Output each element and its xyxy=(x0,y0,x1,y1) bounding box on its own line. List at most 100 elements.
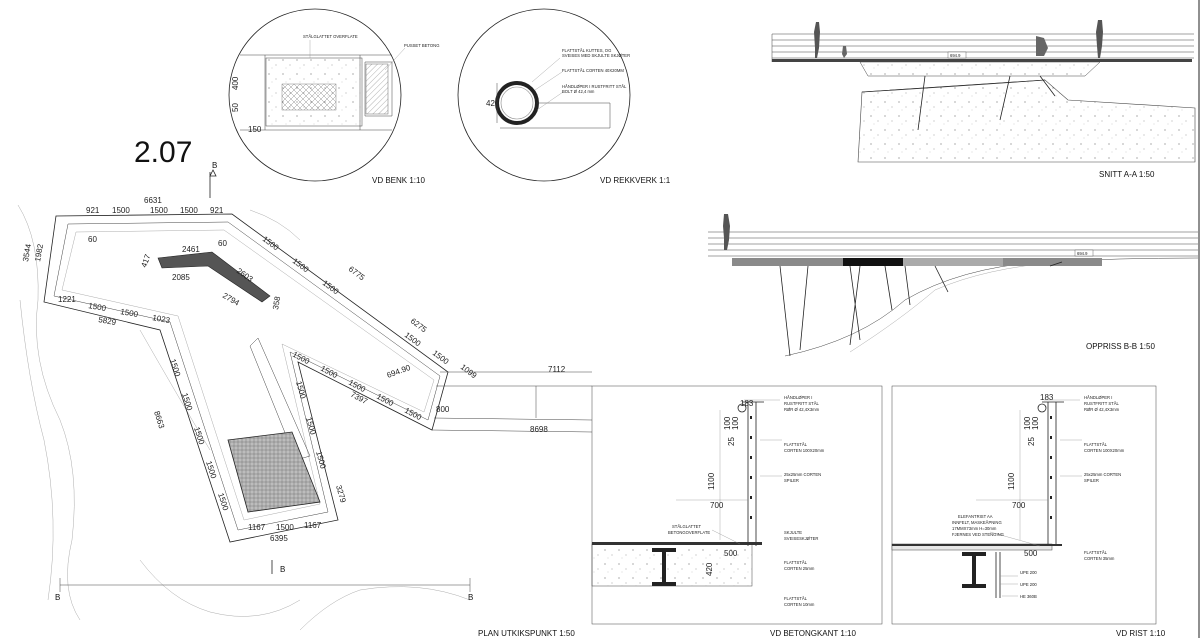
plan-dim-rarm-3: 3279 xyxy=(334,484,348,504)
betong-dim-183: 183 xyxy=(740,399,754,408)
benk-dim-400: 400 xyxy=(231,76,240,90)
rist-note-3: FLATTSTÅL xyxy=(1084,442,1108,447)
plan-dim-misc-1: 60 xyxy=(218,239,227,248)
betong-note-14: CORTEN 10mm xyxy=(784,602,815,607)
oppriss-level-tag: 694.9 xyxy=(1077,251,1088,256)
betong-dim-500: 500 xyxy=(724,549,738,558)
betong-note-13: FLATTSTÅL xyxy=(784,596,808,601)
benk-dim-150: 150 xyxy=(248,125,262,134)
rist-title: VD RIST 1:10 xyxy=(1116,629,1166,638)
rist-note-2: RØR Ø 42,4X3mm xyxy=(1084,407,1120,412)
rist-dim-25: 25 xyxy=(1027,437,1036,446)
plan-dim-mid-1: 1500 xyxy=(88,301,108,313)
detail-benk: STÅLGLATTET OVERFLATE PUSSET BETONG 400 … xyxy=(228,8,439,185)
plan-dim-inner-4: 1500 xyxy=(403,406,423,423)
betong-note-5: 25x25mm CORTEN xyxy=(784,472,821,477)
rist-note-1: RUSTFRITT STÅL xyxy=(1084,401,1119,406)
rist-note-7: ELEFANTRIST AA xyxy=(958,514,993,519)
plan-dim-top-2: 1500 xyxy=(150,206,168,215)
rist-dim-183: 183 xyxy=(1040,393,1054,402)
benk-title: VD BENK 1:10 xyxy=(372,176,425,185)
rist-note-6: SPILER xyxy=(1084,478,1099,483)
plan-dim-rdiag-1: 1500 xyxy=(291,256,311,274)
betong-note-1: RUSTFRITT STÅL xyxy=(784,401,819,406)
plan-dim-larm-1: 1500 xyxy=(180,392,194,412)
plan-dim-misc-0: 60 xyxy=(88,235,97,244)
rist-note-15: HE 360B xyxy=(1020,594,1037,599)
plan-marker-b-top: B xyxy=(212,161,217,170)
rist-note-12: CORTEN 35mm xyxy=(1084,556,1115,561)
betong-note-10: SVEISESKJØTER xyxy=(784,536,818,541)
rist-note-14: UPE 200 xyxy=(1020,582,1037,587)
betongkant-title: VD BETONGKANT 1:10 xyxy=(770,629,857,638)
plan-dim-bottom-1: 1500 xyxy=(276,523,294,532)
betong-note-3: FLATTSTÅL xyxy=(784,442,808,447)
betong-note-7: STÅLGLATTET xyxy=(672,524,701,529)
betong-note-0: HÅNDLØPER I xyxy=(784,395,812,400)
betong-dim-100a: 100 xyxy=(723,416,732,430)
benk-dim-50: 50 xyxy=(231,103,240,112)
snitt-level-tag: 694.9 xyxy=(950,53,961,58)
betong-note-11: FLATTSTÅL xyxy=(784,560,808,565)
rist-note-8: INNFELT, MASKEÅPNING xyxy=(952,520,1002,525)
plan-dim-rdiag-7: 1099 xyxy=(459,362,479,380)
rist-dim-700: 700 xyxy=(1012,501,1026,510)
plan-marker-b-left: B xyxy=(55,593,60,602)
plan-dim-rdiag-6: 1500 xyxy=(431,348,451,366)
plan-dim-mid-0: 1221 xyxy=(58,295,76,304)
rekkverk-note-2: FLATTSTÅL CORTEN 40X20MM xyxy=(562,68,624,73)
plan-dim-rarm-2: 1500 xyxy=(314,450,328,470)
plan-dim-ramp-bottom: 8698 xyxy=(530,425,548,434)
snitt-title: SNITT A-A 1:50 xyxy=(1099,170,1155,179)
rekkverk-note-1: SVEISES MED SKJULTE SKJØTER xyxy=(562,53,630,58)
betong-dim-420: 420 xyxy=(705,562,714,576)
plan-dim-bench-top: 2461 xyxy=(182,245,200,254)
betong-dim-700: 700 xyxy=(710,501,724,510)
betong-note-8: BETONGOVERFLATE xyxy=(668,530,710,535)
detail-betongkant: HÅNDLØPER I RUSTFRITT STÅL RØR Ø 42,4X3m… xyxy=(591,385,883,638)
rist-dim-500: 500 xyxy=(1024,549,1038,558)
plan-dim-bench-h: 417 xyxy=(139,253,152,269)
detail-rist: HÅNDLØPER I RUSTFRITT STÅL RØR Ø 42,4X3m… xyxy=(891,385,1166,638)
betong-note-9: SKJULTE xyxy=(784,530,802,535)
plan-dim-rarm-0: 1500 xyxy=(294,380,308,400)
rekkverk-title: VD REKKVERK 1:1 xyxy=(600,176,671,185)
plan-dim-mid-2: 1500 xyxy=(120,307,140,319)
rist-note-11: FLATTSTÅL xyxy=(1084,550,1108,555)
plan-dim-larm-2: 1500 xyxy=(192,426,206,446)
plan-dim-larm-5: 8663 xyxy=(152,410,166,430)
plan-dim-top-4: 921 xyxy=(210,206,224,215)
rist-note-9: 17MMX73mm H=30mm xyxy=(952,526,997,531)
plan-dim-left-0: 3544 xyxy=(21,243,33,263)
plan-dim-rdiag-0: 1500 xyxy=(261,234,281,252)
betong-dim-25: 25 xyxy=(727,437,736,446)
rekkverk-note-4: BOLT Ø 42,4 mm xyxy=(562,89,595,94)
rist-note-13: UPE 200 xyxy=(1020,570,1037,575)
plan-dim-rdiag-2: 1500 xyxy=(321,278,341,296)
rist-note-4: CORTEN 100X20mm xyxy=(1084,448,1125,453)
rist-note-5: 25x25mm CORTEN xyxy=(1084,472,1121,477)
rist-dim-1100: 1100 xyxy=(1007,472,1016,490)
plan-dim-ramp-top: 7112 xyxy=(548,365,566,374)
plan-marker-b-bottom: B xyxy=(280,565,285,574)
rekkverk-dim-42: 42 xyxy=(486,99,495,108)
betong-dim-100b: 100 xyxy=(731,416,740,430)
oppriss-title: OPPRISS B-B 1:50 xyxy=(1086,342,1155,351)
plan-dim-larm-0: 1500 xyxy=(168,358,182,378)
plan-dim-top-0: 921 xyxy=(86,206,100,215)
section-a-a: 694.9 SNITT A-A 1:50 xyxy=(771,20,1196,179)
plan-dim-misc-2: 358 xyxy=(271,295,282,310)
plan-dim-bench-w: 2085 xyxy=(172,273,190,282)
betong-note-4: CORTEN 100X20mm xyxy=(784,448,825,453)
sheet-number: 2.07 xyxy=(134,136,192,169)
plan-dim-rdiag-3: 6775 xyxy=(347,264,367,282)
betong-note-12: CORTEN 25mm xyxy=(784,566,815,571)
rist-dim-100a: 100 xyxy=(1023,416,1032,430)
elevation-b-b: 694.9 OPPRISS B-B 1:50 xyxy=(708,214,1199,357)
plan-dim-bottom-2: 1167 xyxy=(304,521,322,530)
plan-dim-inner-5: 7397 xyxy=(349,390,369,407)
plan-dim-mid-3: 1023 xyxy=(152,313,172,325)
plan-dim-total-top: 6631 xyxy=(144,196,162,205)
plan-dim-bottom-0: 1167 xyxy=(248,523,266,532)
